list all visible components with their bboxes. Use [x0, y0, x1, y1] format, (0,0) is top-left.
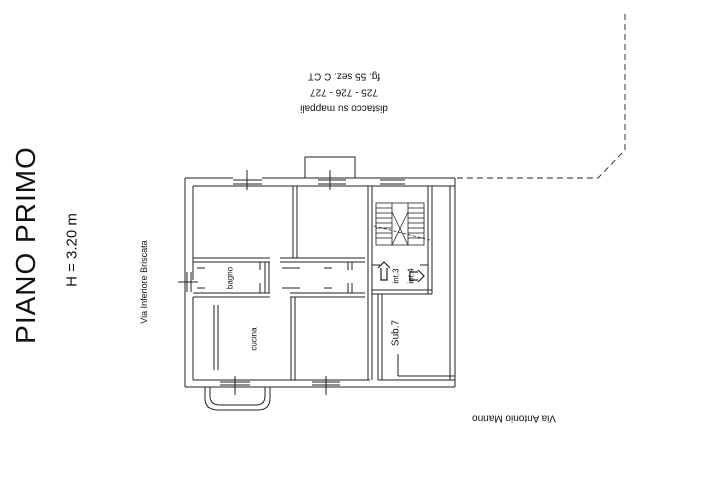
balcony-bottom — [204, 387, 271, 411]
entrance-arrow-int4 — [409, 269, 425, 283]
street-bottom-label: Via Antonio Manno — [472, 412, 556, 424]
interior-walls — [193, 186, 365, 380]
detachment-note-line2: 725 - 726 - 727 — [310, 86, 378, 98]
stair-core — [367, 185, 455, 380]
street-left-label: Via Inferiore Briscata — [139, 240, 149, 324]
int4-label: int.4 — [406, 268, 416, 284]
height-label: H = 3.20 m — [63, 213, 81, 287]
windows-top — [233, 170, 405, 190]
detachment-note-line3: fg. 55 sez. C CT — [307, 70, 381, 82]
entrance-arrow-int3 — [377, 261, 391, 281]
room-label-bagno: bagno — [225, 266, 235, 290]
window-left — [178, 272, 198, 292]
staircase — [373, 202, 431, 246]
int3-label: int.3 — [391, 268, 401, 284]
windows-bottom — [220, 376, 340, 395]
detachment-note-line1: distacco su mappali — [300, 102, 388, 114]
property-boundary — [455, 14, 626, 179]
plan-title: PIANO PRIMO — [10, 146, 41, 344]
sub-label: Sub.7 — [390, 319, 402, 347]
room-label-cucina: cucina — [249, 327, 259, 351]
